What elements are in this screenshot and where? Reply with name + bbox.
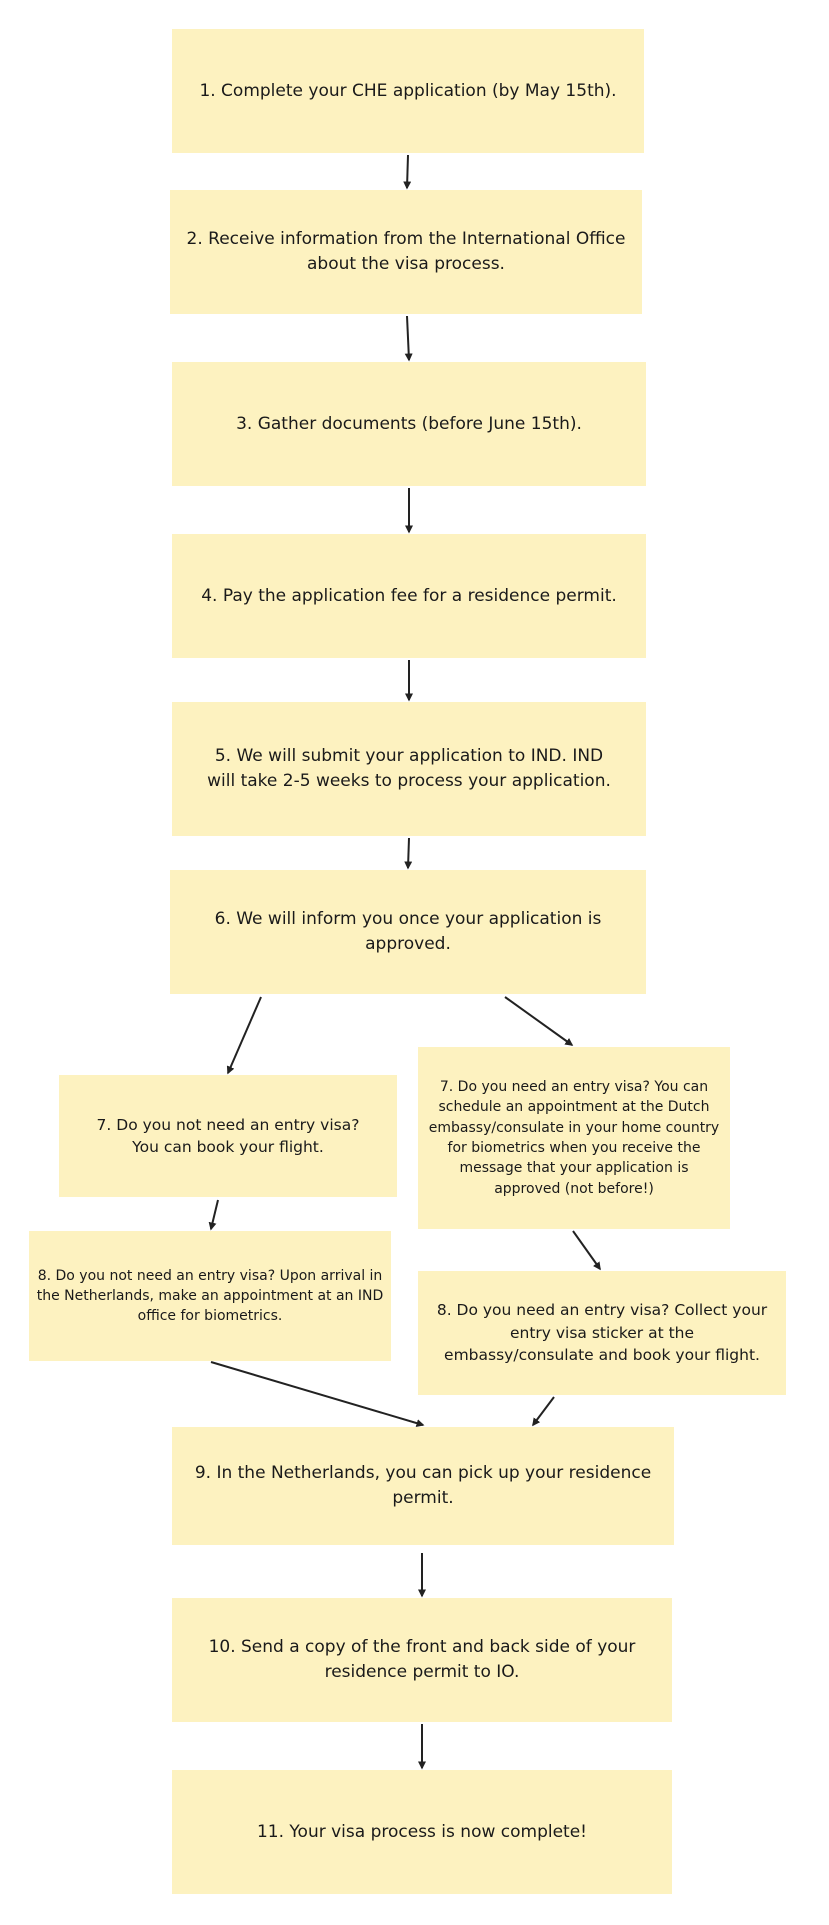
arrow-1-to-2 (403, 154, 412, 190)
arrow-6-to-7-no-visa (226, 996, 262, 1075)
arrow-7-no-visa-to-8 (208, 1199, 219, 1231)
step-7-visa-box: 7. Do you need an entry visa? You can sc… (418, 1047, 730, 1229)
arrow-8-visa-to-9 (532, 1396, 555, 1427)
step-4-box: 4. Pay the application fee for a residen… (172, 534, 646, 658)
arrow-7-visa-to-8 (572, 1230, 601, 1271)
arrow-5-to-6 (404, 837, 413, 870)
step-9-box: 9. In the Netherlands, you can pick up y… (172, 1427, 674, 1545)
step-5-box: 5. We will submit your application to IN… (172, 702, 646, 836)
step-8-no-visa-box: 8. Do you not need an entry visa? Upon a… (29, 1231, 391, 1361)
step-7-no-visa-box: 7. Do you not need an entry visa? You ca… (59, 1075, 397, 1197)
arrow-6-to-7-visa (504, 996, 574, 1046)
step-10-box: 10. Send a copy of the front and back si… (172, 1598, 672, 1722)
step-8-visa-box: 8. Do you need an entry visa? Collect yo… (418, 1271, 786, 1395)
step-6-box: 6. We will inform you once your applicat… (170, 870, 646, 994)
step-2-box: 2. Receive information from the Internat… (170, 190, 642, 314)
arrow-8-no-visa-to-9 (210, 1361, 425, 1427)
step-11-box: 11. Your visa process is now complete! (172, 1770, 672, 1894)
arrow-2-to-3 (404, 315, 413, 362)
step-3-box: 3. Gather documents (before June 15th). (172, 362, 646, 486)
step-1-box: 1. Complete your CHE application (by May… (172, 29, 644, 153)
